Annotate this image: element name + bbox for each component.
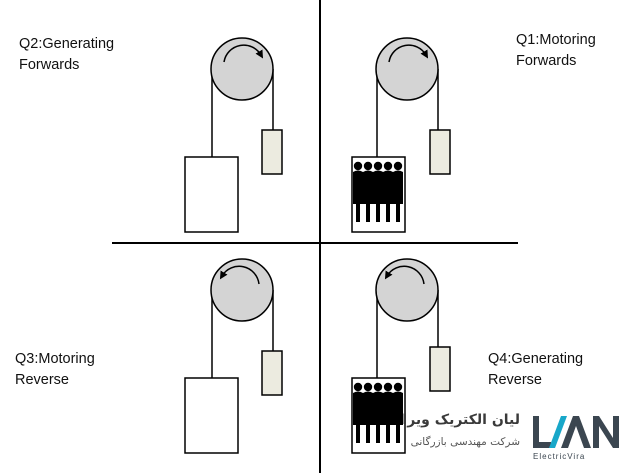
lian-logo-icon: ElectricVira	[533, 416, 619, 461]
q3-elevator-assembly	[184, 258, 283, 454]
logo-company-subtitle: شرکت مهندسی بازرگانی	[410, 436, 520, 448]
q4-elevator-assembly	[351, 258, 451, 454]
q1-label: Q1:Motoring Forwards	[516, 32, 596, 69]
q4-label: Q4:Generating Reverse	[488, 351, 584, 388]
q2-label: Q2:Generating Forwards	[19, 36, 115, 73]
svg-text:ElectricVira: ElectricVira	[533, 452, 585, 461]
q4-counterweight	[429, 346, 451, 392]
q3-counterweight	[261, 350, 283, 396]
q3-pulley	[210, 258, 274, 322]
q2-counterweight	[261, 129, 283, 175]
q3-label: Q3:Motoring Reverse	[15, 351, 95, 388]
q1-pulley	[375, 37, 439, 101]
q4-pulley	[375, 258, 439, 322]
logo-company-name: لیان الکتریک ویرا	[402, 412, 520, 428]
q1-elevator-assembly	[351, 37, 451, 233]
q1-counterweight	[429, 129, 451, 175]
q3-elevator-car-empty	[184, 377, 239, 454]
q2-pulley	[210, 37, 274, 101]
q1-rotation-arrow-clockwise	[388, 44, 429, 63]
q2-elevator-car-empty	[184, 156, 239, 233]
q3-rotation-arrow-counter-clockwise	[219, 265, 260, 285]
q2-rotation-arrow-clockwise	[223, 44, 264, 63]
q2-elevator-assembly	[184, 37, 283, 233]
q4-rotation-arrow-counter-clockwise	[384, 265, 425, 285]
